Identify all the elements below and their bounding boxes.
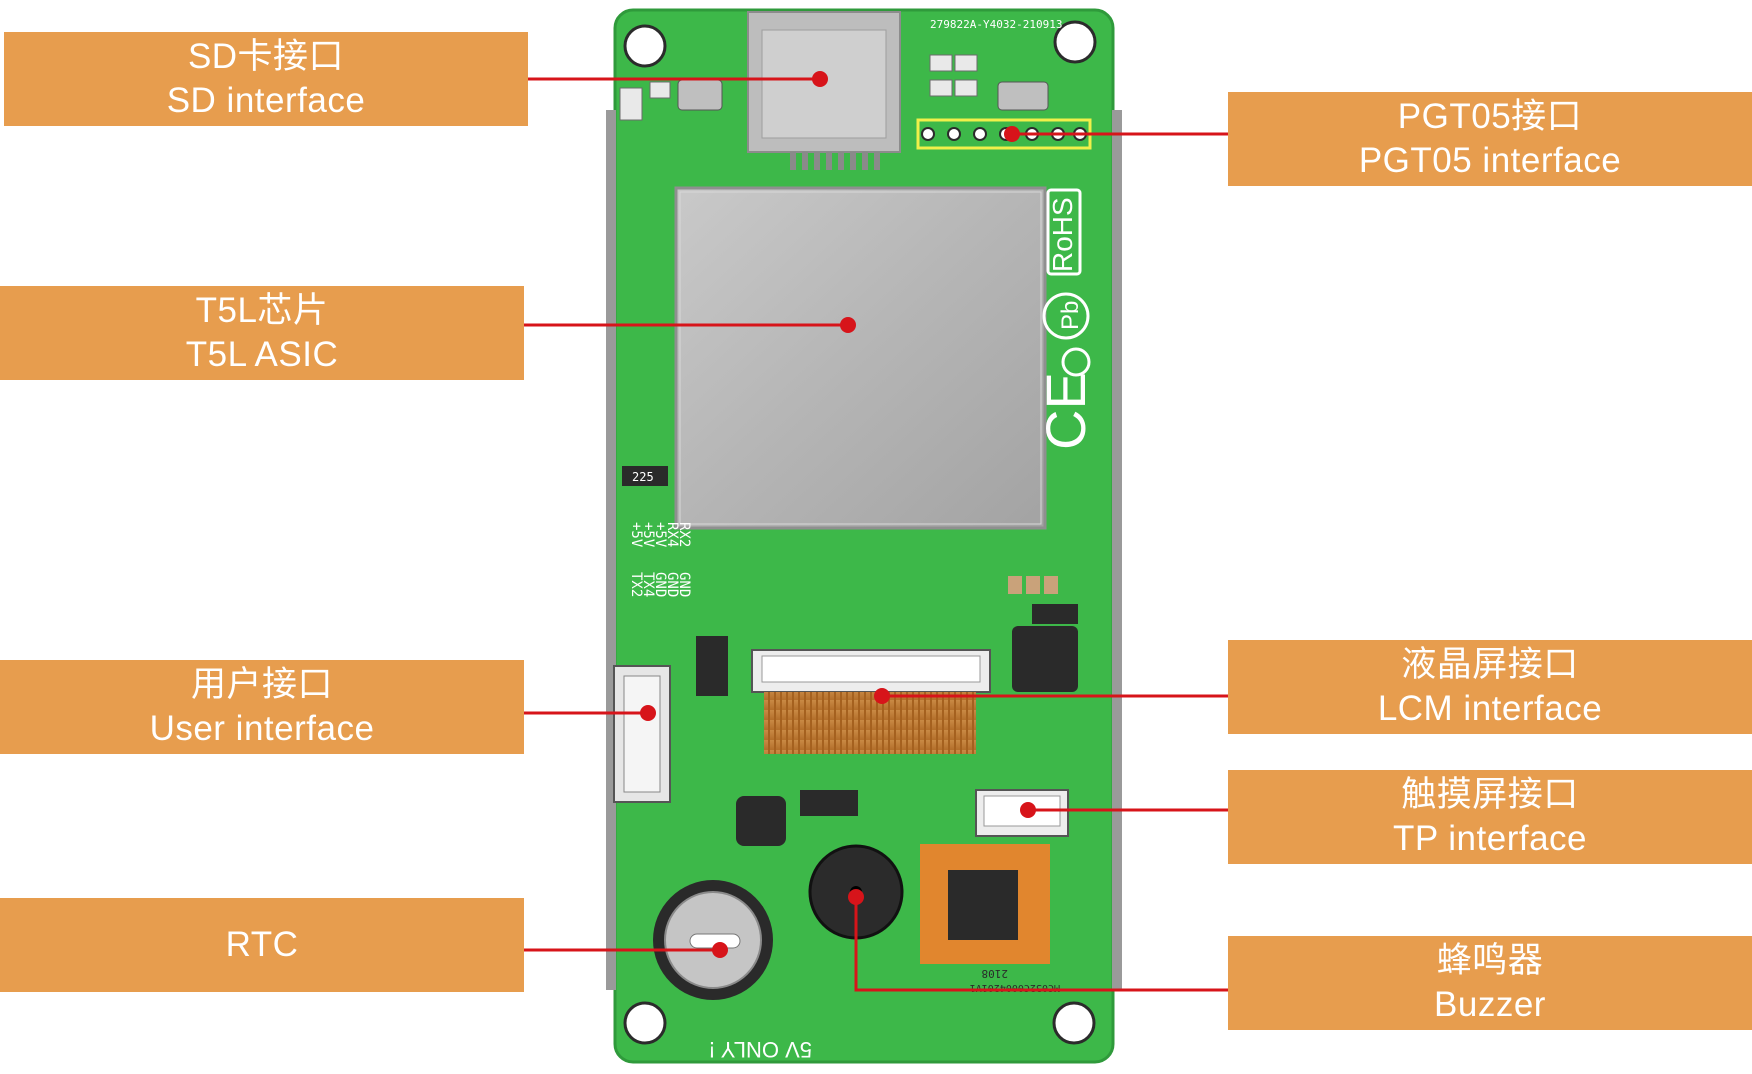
rohs-mark: RoHS bbox=[1047, 197, 1078, 272]
label-rtc-en: RTC bbox=[225, 925, 299, 965]
sd-card-slot bbox=[747, 11, 901, 170]
label-buzzer-en: Buzzer bbox=[1434, 985, 1546, 1024]
svg-text:GND: GND bbox=[676, 572, 692, 597]
chip-date-text: 2108 bbox=[982, 967, 1009, 980]
label-rtc: RTC bbox=[0, 898, 524, 992]
chip-code-text: MC032C0004201V1 bbox=[970, 982, 1060, 993]
label-buzzer-zh: 蜂鸣器 bbox=[1436, 941, 1544, 981]
label-pgt05-en: PGT05 interface bbox=[1358, 141, 1622, 180]
svg-text:RX4: RX4 bbox=[664, 522, 680, 547]
label-sd-en: SD interface bbox=[166, 81, 366, 120]
label-user-en: User interface bbox=[149, 709, 375, 748]
svg-text:TX4: TX4 bbox=[640, 572, 656, 597]
label-pgt05-interface: PGT05接口 PGT05 interface bbox=[1228, 92, 1752, 186]
ce-mark: CE bbox=[1034, 372, 1097, 450]
bottom-marking: 5V ONLY ! bbox=[709, 1037, 812, 1062]
svg-text:RX2: RX2 bbox=[676, 522, 692, 547]
svg-text:GND: GND bbox=[652, 572, 668, 597]
label-tp-zh: 触摸屏接口 bbox=[1401, 775, 1579, 815]
svg-text:+5V: +5V bbox=[652, 522, 668, 548]
user-connector bbox=[613, 665, 671, 803]
label-buzzer: 蜂鸣器 Buzzer bbox=[1228, 936, 1752, 1030]
label-tp-en: TP interface bbox=[1392, 819, 1588, 858]
leader-dots bbox=[640, 71, 1036, 958]
label-user-interface: 用户接口 User interface bbox=[0, 660, 524, 754]
t5l-shield bbox=[674, 186, 1047, 530]
leader-lines bbox=[524, 77, 1228, 992]
label-pgt05-zh: PGT05接口 bbox=[1397, 97, 1583, 137]
svg-text:+5V: +5V bbox=[640, 522, 656, 548]
board-code-text: 279822A-Y4032-210913 bbox=[930, 18, 1062, 31]
label-t5l-asic: T5L芯片 T5L ASIC bbox=[0, 286, 524, 380]
label-lcm-en: LCM interface bbox=[1377, 689, 1603, 728]
svg-text:TX2: TX2 bbox=[628, 572, 644, 597]
label-user-zh: 用户接口 bbox=[190, 665, 333, 705]
svg-text:+5V: +5V bbox=[628, 522, 644, 548]
rtc-battery bbox=[653, 880, 773, 1000]
pb-mark: Pb bbox=[1057, 301, 1084, 330]
label-tp-interface: 触摸屏接口 TP interface bbox=[1228, 770, 1752, 864]
touch-controller bbox=[920, 844, 1050, 964]
cap-marking: 225 bbox=[632, 470, 654, 484]
lcm-connector bbox=[751, 649, 991, 754]
label-t5l-en: T5L ASIC bbox=[185, 335, 339, 374]
label-sd-interface: SD卡接口 SD interface bbox=[4, 32, 528, 126]
label-lcm-interface: 液晶屏接口 LCM interface bbox=[1228, 640, 1752, 734]
label-sd-zh: SD卡接口 bbox=[187, 37, 345, 77]
pin-labels: +5V +5V +5V RX4 RX2 TX2 TX4 GND GND GND bbox=[628, 522, 692, 597]
label-t5l-zh: T5L芯片 bbox=[195, 291, 329, 331]
svg-text:GND: GND bbox=[664, 572, 680, 597]
label-lcm-zh: 液晶屏接口 bbox=[1401, 645, 1579, 685]
